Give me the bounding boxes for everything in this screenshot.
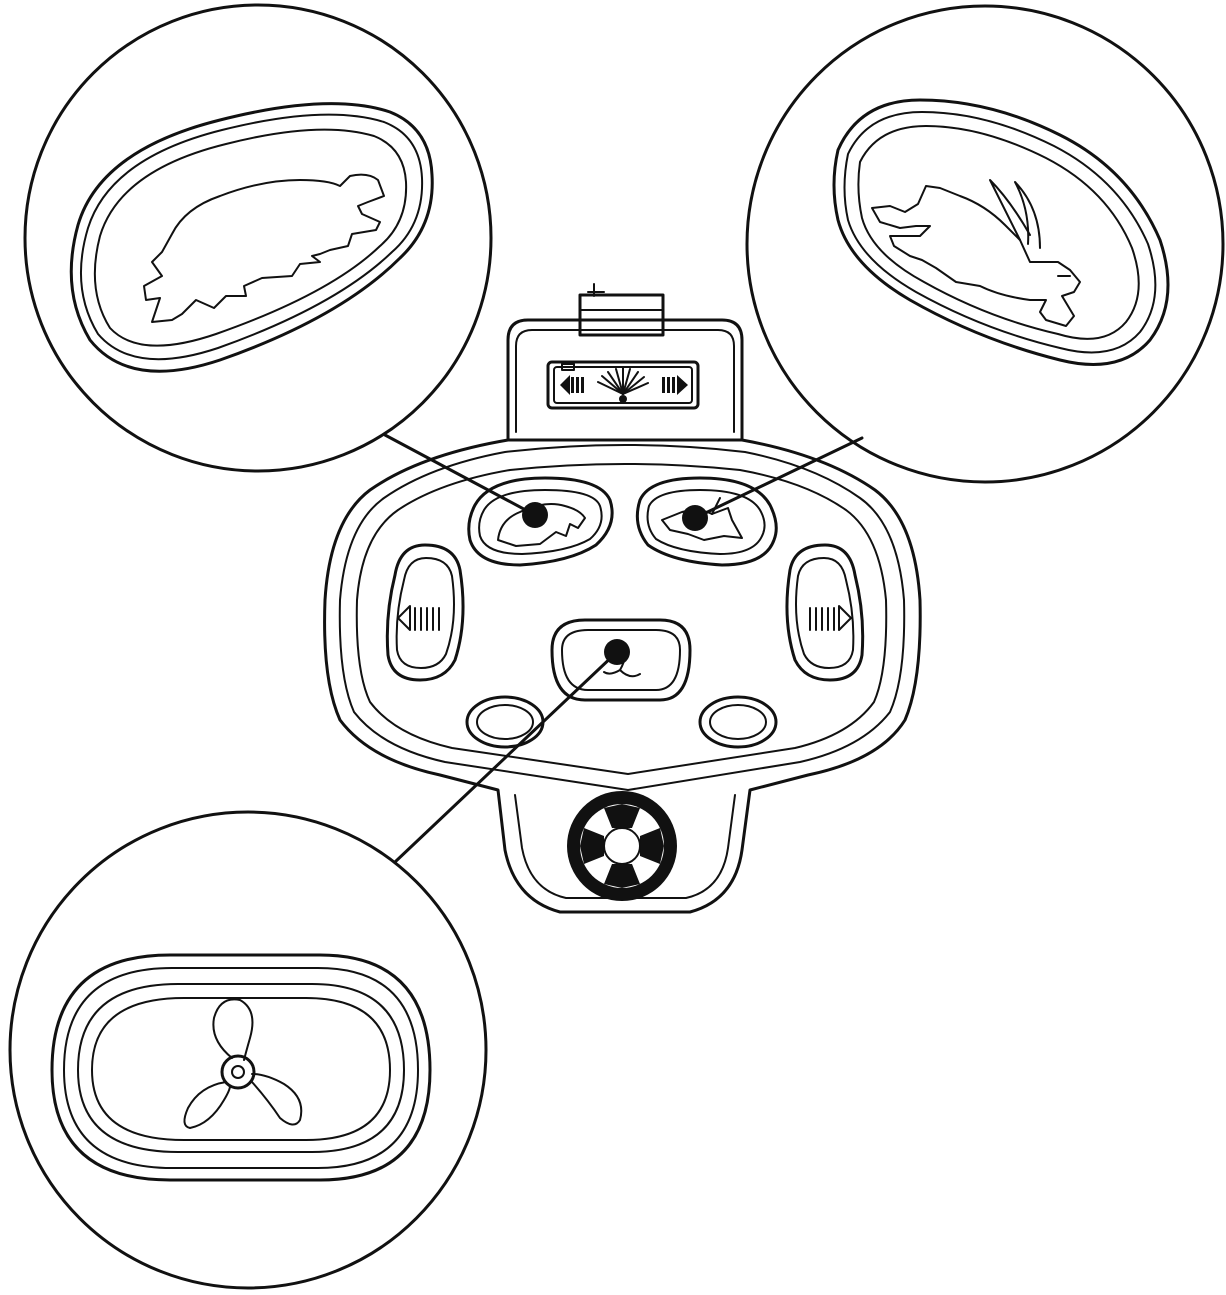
callout-propeller bbox=[8, 810, 488, 1290]
heel-knob bbox=[567, 791, 677, 901]
steer-right-button[interactable] bbox=[785, 543, 865, 682]
aux-right-button[interactable] bbox=[698, 695, 778, 749]
cable-plug bbox=[578, 283, 665, 337]
propeller-icon bbox=[183, 998, 303, 1129]
steer-left-button[interactable] bbox=[385, 543, 465, 682]
callout-turtle bbox=[23, 3, 493, 473]
turtle-icon bbox=[143, 173, 385, 323]
aux-left-button[interactable] bbox=[465, 695, 545, 749]
slow-speed-button[interactable] bbox=[467, 476, 614, 567]
callout-rabbit bbox=[745, 4, 1225, 484]
leader-lines bbox=[383, 433, 864, 864]
controller-body bbox=[323, 283, 922, 914]
rabbit-icon bbox=[871, 185, 1081, 327]
indicator-display bbox=[546, 360, 700, 410]
